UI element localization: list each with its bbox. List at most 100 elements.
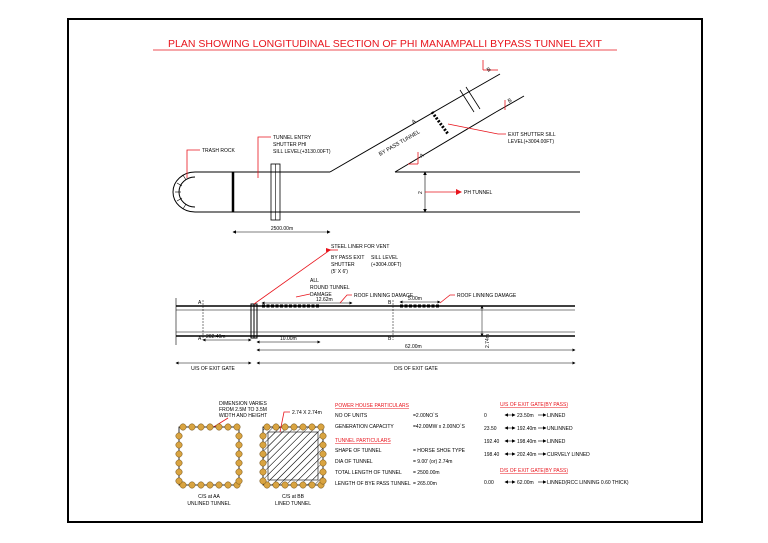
us-exit-gate-label: U/S OF EXIT GATE xyxy=(191,366,235,372)
all-round-line2: ROUND TUNNEL xyxy=(310,285,350,291)
tp-row-1-value: = 9.00' (or) 2.74m xyxy=(413,459,452,465)
cs-aa-line1: C/S at AA xyxy=(198,494,220,500)
rock-scallop xyxy=(290,481,298,489)
rock-scallop xyxy=(319,441,327,449)
dim-62-00: 62.00m xyxy=(405,344,422,350)
rock-scallop xyxy=(259,477,267,485)
plan-mark-a-2: A xyxy=(411,119,417,126)
rock-scallop xyxy=(272,423,280,431)
power-house-heading: POWER HOUSE PARTICULARS xyxy=(335,403,410,409)
rock-scallop xyxy=(259,459,267,467)
us-rows-desc-0: LINNED xyxy=(547,413,566,419)
rock-scallop xyxy=(259,441,267,449)
us-rows-to-1: 192.40m xyxy=(517,426,536,432)
bypass-exit-line3: (5' X 6') xyxy=(331,269,348,275)
tunnel-particulars: TUNNEL PARTICULARS SHAPE OF TUNNEL = HOR… xyxy=(335,438,466,487)
us-exit-heading: U/S OF EXIT GATE(BY PASS) xyxy=(500,402,568,408)
rock-scallop xyxy=(224,481,232,489)
tp-row-0-label: SHAPE OF TUNNEL xyxy=(335,448,382,454)
ph-tunnel-label: PH TUNNEL xyxy=(464,190,492,196)
roof-damage-2: ROOF LINNING DAMAGE xyxy=(457,293,517,299)
sec-mark-a-top: A xyxy=(198,300,202,306)
rock-scallop xyxy=(175,441,183,449)
us-rows-desc-1: UNLINNED xyxy=(547,426,573,432)
dim-note-line2: FROM 2.5M TO 3.5M xyxy=(219,407,267,413)
tunnel-entry-line2: SHUTTER PHI xyxy=(273,142,306,148)
rock-scallop xyxy=(308,481,316,489)
rock-scallop xyxy=(235,459,243,467)
rock-scallop xyxy=(281,481,289,489)
sill-level-line1: SILL LEVEL xyxy=(371,255,398,261)
rock-scallop xyxy=(175,450,183,458)
exit-shutter-line1: EXIT SHUTTER SILL xyxy=(508,132,556,138)
bypass-exit-line2: SHUTTER xyxy=(331,262,355,268)
rock-scallop xyxy=(319,432,327,440)
tp-row-0-value: = HORSE SHOE TYPE xyxy=(413,448,466,454)
cs-aa-line2: UNLINED TUNNEL xyxy=(187,501,230,507)
cs-aa-unlined xyxy=(175,423,243,489)
rock-scallop xyxy=(233,423,241,431)
all-round-line1: ALL xyxy=(310,278,319,284)
dim-note-line3: WIDTH AND HEIGHT xyxy=(219,413,267,419)
tunnel-heading: TUNNEL PARTICULARS xyxy=(335,438,391,444)
cs-bb-lined xyxy=(259,423,327,489)
ds-rows-from-0: 0.00 xyxy=(484,480,494,486)
rock-scallop xyxy=(299,423,307,431)
ds-exit-heading: D/S OF EXIT GATE(BY PASS) xyxy=(500,468,568,474)
dim-12-62: 12.62m xyxy=(316,297,333,303)
us-rows-desc-2: LINNED xyxy=(547,439,566,445)
tunnel-entry-line1: TUNNEL ENTRY xyxy=(273,135,312,141)
ph-row-0-value: =2.00NO`S xyxy=(413,413,439,419)
sheet-border xyxy=(67,18,703,523)
tp-row-2-value: = 2500.00m xyxy=(413,470,440,476)
rock-scallop xyxy=(281,423,289,431)
rock-scallop xyxy=(259,468,267,476)
dim-2-74: 2.74m xyxy=(485,334,491,348)
size-2-74-label: 2.74 X 2.74m xyxy=(292,410,322,416)
rock-scallop xyxy=(206,423,214,431)
cs-bb-line2: LINED TUNNEL xyxy=(275,501,311,507)
plan-mark-a: A xyxy=(419,153,425,160)
steel-liner-label: STEEL LINER FOR VENT xyxy=(331,244,389,250)
sec-mark-a-bottom: A xyxy=(198,336,202,342)
us-rows-desc-3: CURVELY LINNED xyxy=(547,452,590,458)
us-rows-to-2: 198.40m xyxy=(517,439,536,445)
tp-row-1-label: DIA OF TUNNEL xyxy=(335,459,373,465)
rock-scallop xyxy=(235,477,243,485)
trash-rock-label: TRASH ROCK xyxy=(202,148,235,154)
sec-mark-b-bottom: B xyxy=(388,336,392,342)
power-house-particulars: POWER HOUSE PARTICULARS NO OF UNITS =2.0… xyxy=(335,403,465,430)
rock-scallop xyxy=(319,459,327,467)
dim-202-40: 202.40m xyxy=(206,334,225,340)
us-rows-from-0: 0 xyxy=(484,413,487,419)
rock-scallop xyxy=(290,423,298,431)
plan-dim-2500: 2500.00m xyxy=(271,226,293,232)
rock-scallop xyxy=(175,468,183,476)
drawing-title: PLAN SHOWING LONGITUDINAL SECTION OF PHI… xyxy=(168,38,602,50)
rock-scallop xyxy=(175,459,183,467)
rock-scallop xyxy=(215,481,223,489)
tunnel-entry-line3: SILL LEVEL(+3130.00FT) xyxy=(273,149,331,155)
us-rows-to-3: 202.40m xyxy=(517,452,536,458)
rock-scallop xyxy=(235,432,243,440)
rock-scallop xyxy=(272,481,280,489)
tp-row-2-label: TOTAL LENGTH OF TUNNEL xyxy=(335,470,402,476)
plan-mark-b-right: B xyxy=(507,98,513,105)
sec-mark-b-top: B xyxy=(388,300,392,306)
rock-scallop xyxy=(308,423,316,431)
rock-scallop xyxy=(179,423,187,431)
plan-dim-2: 2 xyxy=(418,191,424,194)
us-rows-from-1: 23.50 xyxy=(484,426,497,432)
rock-scallop xyxy=(197,481,205,489)
plan-view: B B A A BY PASS TUNNEL 2 PH TUNNEL TRASH… xyxy=(172,60,580,234)
ph-row-1-label: GENERATION CAPACITY xyxy=(335,424,394,430)
rock-scallop xyxy=(263,423,271,431)
rock-scallop xyxy=(175,432,183,440)
rock-scallop xyxy=(188,481,196,489)
rock-scallop xyxy=(319,468,327,476)
rock-scallop xyxy=(206,481,214,489)
all-round-line3: DAMAGE xyxy=(310,292,332,298)
